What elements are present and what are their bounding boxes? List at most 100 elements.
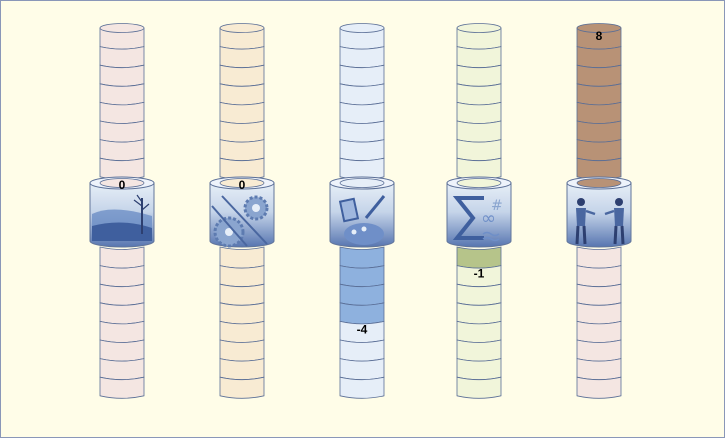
track-segment <box>99 265 145 288</box>
upper-track <box>576 23 622 180</box>
slider-creative[interactable]: -4 <box>329 23 395 399</box>
track-segment <box>219 358 265 381</box>
track-segment <box>576 64 622 87</box>
track-segment <box>99 139 145 162</box>
track-segment <box>219 157 265 180</box>
value-label: -1 <box>474 267 485 281</box>
track-segment <box>99 320 145 343</box>
track-segment <box>219 101 265 124</box>
upper-track <box>99 23 145 180</box>
track-segment <box>339 120 385 143</box>
track-segment <box>456 339 502 362</box>
track-segment <box>456 358 502 381</box>
track-segment <box>99 64 145 87</box>
value-label: 0 <box>119 178 126 192</box>
track-segment <box>456 101 502 124</box>
track-segment <box>219 120 265 143</box>
svg-text:∞: ∞ <box>481 208 496 229</box>
track-segment <box>576 101 622 124</box>
lower-track <box>456 246 502 399</box>
track-segment <box>456 64 502 87</box>
track-segment <box>339 101 385 124</box>
track-segment <box>576 246 622 269</box>
track-segment <box>576 83 622 106</box>
track-segment <box>219 339 265 362</box>
track-segment <box>99 302 145 325</box>
track-segment <box>219 83 265 106</box>
value-label: 0 <box>239 178 246 192</box>
slider-sleeve[interactable] <box>89 176 155 248</box>
lower-track <box>339 246 385 399</box>
track-segment <box>99 376 145 399</box>
track-top-cap <box>99 23 145 33</box>
track-segment <box>576 376 622 399</box>
track-segment <box>219 376 265 399</box>
people-icon <box>575 198 625 245</box>
track-segment <box>456 376 502 399</box>
track-segment <box>339 83 385 106</box>
track-segment <box>99 46 145 69</box>
track-segment <box>576 265 622 288</box>
track-top-cap <box>576 23 622 33</box>
track-segment <box>339 246 385 269</box>
track-segment <box>99 339 145 362</box>
lower-track <box>99 246 145 399</box>
upper-track <box>219 23 265 180</box>
slider-sleeve[interactable] <box>209 176 275 248</box>
track-top-cap <box>339 23 385 33</box>
track-segment <box>576 283 622 306</box>
slider-sleeve[interactable] <box>329 176 395 248</box>
track-segment <box>99 246 145 269</box>
track-segment <box>576 320 622 343</box>
track-segment <box>456 302 502 325</box>
track-segment <box>219 46 265 69</box>
track-segment <box>219 283 265 306</box>
track-segment <box>339 157 385 180</box>
track-segment <box>99 83 145 106</box>
slider-people[interactable]: 8 <box>566 23 632 399</box>
track-segment <box>99 358 145 381</box>
gears-icon <box>211 195 269 248</box>
track-segment <box>576 302 622 325</box>
lower-track <box>576 246 622 399</box>
track-top-cap <box>456 23 502 33</box>
track-segment <box>339 376 385 399</box>
track-segment <box>456 120 502 143</box>
art-palette-icon <box>338 195 386 245</box>
track-segment <box>339 139 385 162</box>
track-segment <box>339 46 385 69</box>
track-segment <box>456 83 502 106</box>
track-segment <box>339 265 385 288</box>
slider-sleeve[interactable] <box>566 176 632 248</box>
track-segment <box>219 139 265 162</box>
slider-nature[interactable]: 0 <box>89 23 155 399</box>
track-segment <box>339 283 385 306</box>
track-segment <box>456 283 502 306</box>
upper-track <box>456 23 502 180</box>
track-segment <box>219 302 265 325</box>
track-segment <box>576 157 622 180</box>
value-label: -4 <box>357 322 368 336</box>
track-segment <box>576 358 622 381</box>
slider-sleeve[interactable]: ∞# <box>446 176 512 248</box>
track-segment <box>219 265 265 288</box>
track-segment <box>576 139 622 162</box>
track-top-cap <box>219 23 265 33</box>
track-segment <box>576 120 622 143</box>
track-segment <box>219 320 265 343</box>
track-segment <box>576 46 622 69</box>
track-segment <box>99 283 145 306</box>
slider-math[interactable]: ∞# -1 <box>446 23 512 399</box>
track-segment <box>339 339 385 362</box>
track-segment <box>456 46 502 69</box>
track-segment <box>456 320 502 343</box>
track-segment <box>456 139 502 162</box>
math-symbols-icon: ∞# <box>452 196 503 242</box>
track-segment <box>339 358 385 381</box>
slider-process[interactable]: 0 <box>209 23 275 399</box>
track-segment <box>339 64 385 87</box>
svg-text:#: # <box>491 198 503 214</box>
track-segment <box>99 120 145 143</box>
track-segment <box>219 64 265 87</box>
